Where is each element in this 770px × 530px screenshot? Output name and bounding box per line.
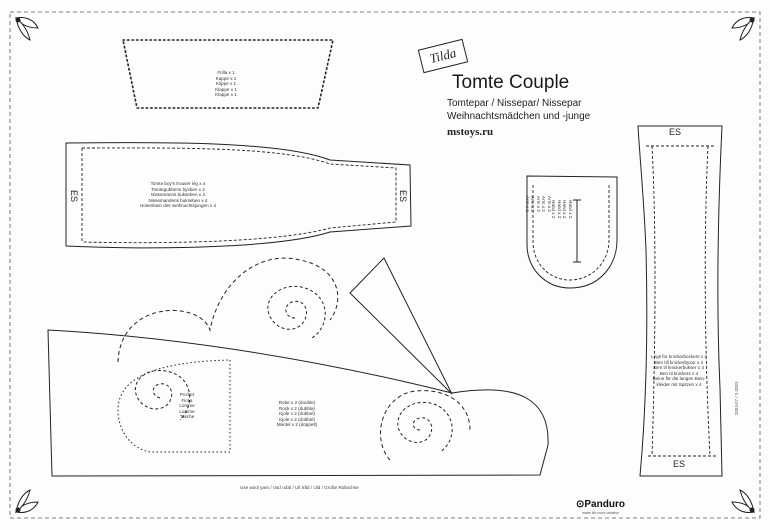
mitten-label: Hand x 2 (562, 200, 568, 219)
mitten-labels-right: Hand x 2 Hand x 2 Hand x 2 Hand x 2 (551, 200, 573, 218)
trouser-label: Tomtegubbens byxben x 4 (151, 186, 205, 192)
panduro-logo: ⊙Panduro (576, 499, 625, 510)
fabric-note: Use wool yarn / Vad rubb / Ull tråd / Ul… (240, 485, 359, 490)
pocket-labels: Pocket Ficka Lomme Lomme Tasche (172, 392, 202, 420)
sheet-border (9, 11, 761, 519)
hat-label: Kappe x 1 (215, 75, 237, 81)
mitten-label: Arm x 2 (524, 196, 530, 212)
robe-label: Robe x 2 (double) (278, 400, 316, 405)
cone-pattern-piece (349, 257, 453, 395)
robe-label: Kjole x 2 (dobbel) (279, 416, 315, 422)
robe-label: Rock x 2 (dubbla) (278, 405, 315, 411)
robe-pattern-piece (47, 329, 549, 477)
mitten-pattern-piece (526, 175, 618, 289)
hat-label: Frilla x 1 (217, 70, 235, 75)
pattern-code: 2003-07 / 2-2003 (734, 381, 739, 415)
trouser-labels: Tomte boy's trouser leg x 4 Tomtegubbens… (128, 181, 228, 209)
hat-label: Klappe x 1 (215, 86, 237, 92)
hat-labels: Frilla x 1 Kappe x 1 Klippe x 1 Klappe x… (206, 70, 246, 98)
trouser-es-mark-right: ES (398, 190, 408, 203)
stocking-side-stitch (651, 145, 711, 457)
mitten-stitch-line (532, 185, 610, 281)
robe-hem-guide (380, 390, 471, 461)
holly-ornament-bottom-right (731, 489, 755, 514)
hat-label: Klappe x 1 (215, 92, 237, 98)
mitten-labels-left: Arm x 2 Arm x 2 Arm x 2 Arm x 2 Arm x 2 (524, 196, 552, 212)
trouser-es-mark-left: ES (69, 190, 79, 203)
robe-hem-spiral (397, 402, 453, 453)
subtitle-line-2: Weihnachtsmädchen und -junge (447, 111, 591, 122)
stocking-labels: Legs for knickerbockers x 4 Ben till kni… (644, 354, 714, 388)
holly-ornament-bottom-left (15, 489, 39, 514)
pocket-label: Pocket (179, 392, 195, 397)
pocket-label: Ficka (181, 397, 193, 403)
mitten-label: Arm x 2 (530, 196, 536, 212)
trouser-label: Tomte boy's trouser leg x 4 (150, 181, 206, 186)
holly-ornament-top-right (731, 16, 755, 41)
trouser-leg-pattern-piece (65, 142, 412, 249)
robe-labels: Robe x 2 (double) Rock x 2 (dubbla) Kjol… (262, 400, 332, 428)
trouser-label: Nissemanns bukseben x 4 (151, 192, 205, 198)
website-link[interactable]: mstoys.ru (447, 126, 494, 138)
mitten-label: Hand x 2 (556, 200, 562, 219)
hat-pattern-piece (122, 39, 334, 109)
stocking-es-mark-top: ES (669, 127, 682, 137)
pocket-spiral (134, 370, 191, 421)
panduro-logo-text: Panduro (584, 499, 625, 510)
stocking-es-mark-bottom: ES (673, 459, 686, 469)
trouser-leg-stitch-line (81, 147, 397, 244)
pocket-label: Lomme (179, 408, 195, 414)
pocket-label: Tasche (179, 414, 195, 420)
stocking-pattern-piece (637, 125, 723, 477)
stocking-label: Legs for knickerbockers x 4 (651, 354, 707, 359)
mitten-label: Hand x 2 (568, 200, 573, 219)
mitten-label: Hand x 2 (551, 200, 557, 219)
swirl-spiral-top (267, 285, 326, 339)
robe-label: Kjole x 2 (dobbel) (279, 411, 315, 417)
stocking-label: kleider mit Spitzen x 4 (656, 381, 702, 387)
beard-swirl-guide (117, 257, 339, 363)
stocking-label: Ben til knickers x 4 (659, 370, 699, 376)
page-title: Tomte Couple (452, 72, 570, 93)
holly-ornament-top-left (15, 16, 39, 41)
robe-label: Mantel x 2 (doppelt) (276, 422, 318, 428)
stocking-label: Beine für die langen Bein- (652, 376, 706, 382)
trouser-label: Nissemandens bukseben x 4 (148, 197, 208, 203)
pocket-outline (117, 359, 231, 453)
panduro-tagline: make life more creative (582, 511, 620, 515)
mitten-label: Arm x 2 (535, 196, 541, 212)
mitten-label: Arm x 2 (541, 196, 547, 212)
hat-label: Klippe x 1 (215, 81, 237, 87)
pocket-label: Lomme (179, 403, 195, 409)
stocking-label: Ben til knickerbukser x 4 (654, 365, 704, 371)
stocking-label: Ben till knickerbyxor x 4 (654, 359, 704, 365)
subtitle-line-1: Tomtepar / Nissepar/ Nissepar (447, 98, 582, 109)
panduro-logo-mark: ⊙ (576, 499, 585, 510)
trouser-label: Hosenbein des weihnachtsjungen x 4 (139, 203, 217, 209)
